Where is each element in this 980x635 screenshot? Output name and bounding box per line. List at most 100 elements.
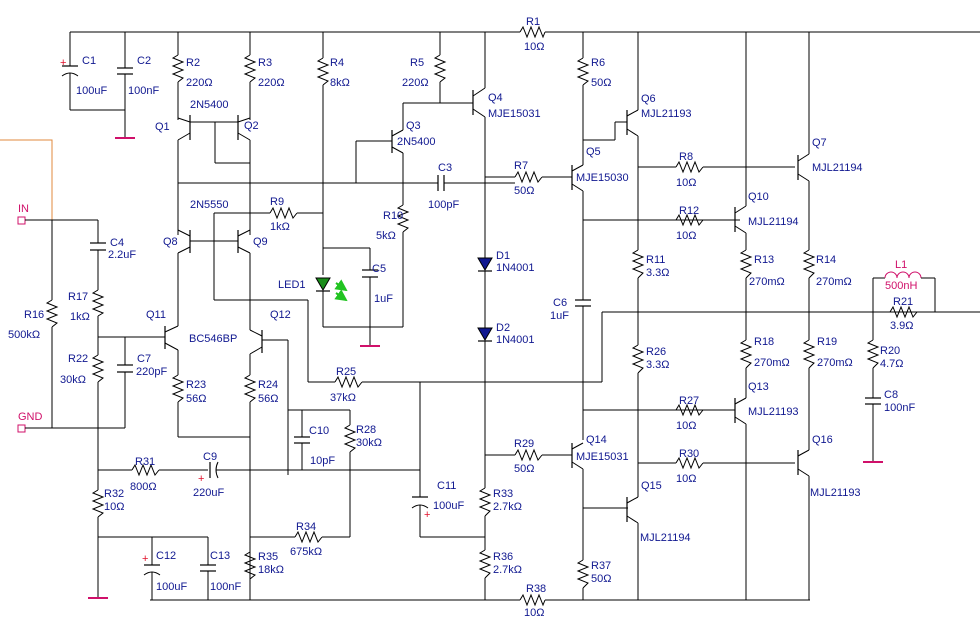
q3-ref: Q3 xyxy=(406,120,421,132)
transistor-q16: Q16 MJL21193 xyxy=(797,434,861,600)
r2-value: 220Ω xyxy=(186,77,213,89)
r10-value: 5kΩ xyxy=(376,230,396,242)
c6-ref: C6 xyxy=(553,297,567,309)
r21-ref: R21 xyxy=(893,296,913,308)
q4-part: MJE15031 xyxy=(488,108,541,120)
resistor-r37: R37 50Ω xyxy=(576,559,611,600)
r18-value: 270mΩ xyxy=(754,357,790,369)
r33-value: 2.7kΩ xyxy=(493,501,522,513)
r24-ref: R24 xyxy=(258,379,278,391)
resistor-r38: R38 10Ω xyxy=(519,583,546,619)
transistor-q4: Q4 MJE15031 xyxy=(440,32,541,258)
r32-value: 10Ω xyxy=(104,501,124,513)
transistor-q15: Q15 MJL21194 xyxy=(626,480,691,600)
c1-plus: + xyxy=(60,57,66,69)
r5-ref: R5 xyxy=(410,57,424,69)
transistor-q3: Q3 2N5400 xyxy=(355,102,440,205)
q14-ref: Q14 xyxy=(586,434,607,446)
r11-value: 3.3Ω xyxy=(646,267,670,279)
capacitor-c1: + C1 100uF xyxy=(60,32,107,110)
in-label: IN xyxy=(18,203,29,215)
resistor-r25: R25 37kΩ xyxy=(308,312,603,404)
q13-part: MJL21193 xyxy=(748,406,799,418)
r28-ref: R28 xyxy=(356,424,376,436)
c5-ref: C5 xyxy=(372,263,386,275)
r34-ref: R34 xyxy=(296,521,316,533)
capacitor-c11: + C11 100uF xyxy=(411,382,485,538)
c7-ref: C7 xyxy=(137,353,151,365)
transistor-q10: Q10 MJL21194 xyxy=(703,32,799,250)
q5-part: MJE15030 xyxy=(576,172,629,184)
transistor-q13: Q13 MJL21193 xyxy=(703,381,799,600)
r35-value: 18kΩ xyxy=(258,564,284,576)
resistor-r6: R6 50Ω xyxy=(576,32,615,141)
resistor-r18: R18 270mΩ xyxy=(739,312,790,398)
r17-value: 1kΩ xyxy=(70,311,90,323)
l1-value: 500nH xyxy=(885,280,917,292)
resistor-r2: R2 220Ω xyxy=(171,32,213,120)
q6-part: MJL21193 xyxy=(641,108,692,120)
capacitor-c10: C10 10pF xyxy=(288,409,350,470)
transistor-q7: Q7 MJL21194 xyxy=(797,32,863,250)
capacitor-c2: C2 100nF xyxy=(117,32,159,138)
r14-value: 270mΩ xyxy=(816,276,852,288)
r7-value: 50Ω xyxy=(514,185,534,197)
resistor-r20: R20 4.7Ω xyxy=(866,312,904,398)
c1-ref: C1 xyxy=(82,55,96,67)
ground-port: GND xyxy=(17,411,125,433)
r25-ref: R25 xyxy=(336,366,356,378)
resistor-r4: R4 8kΩ xyxy=(316,32,350,275)
c2-ref: C2 xyxy=(137,55,151,67)
q5-ref: Q5 xyxy=(586,146,601,158)
capacitor-c13: C13 100nF xyxy=(200,537,241,600)
r4-ref: R4 xyxy=(330,57,344,69)
r19-value: 270mΩ xyxy=(817,357,853,369)
resistor-r14: R14 270mΩ xyxy=(802,249,852,312)
resistor-r31: R31 800Ω xyxy=(98,456,208,493)
r21-value: 3.9Ω xyxy=(890,320,914,332)
r31-ref: R31 xyxy=(135,456,155,468)
q9-ref: Q9 xyxy=(253,236,268,248)
c8-value: 100nF xyxy=(884,402,915,414)
resistor-r11: R11 3.3Ω xyxy=(631,249,670,345)
r1-ref: R1 xyxy=(526,16,540,28)
c10-ref: C10 xyxy=(309,425,329,437)
capacitor-c7: C7 220pF xyxy=(117,337,167,428)
resistor-r8: R8 10Ω xyxy=(675,151,795,189)
c9-ref: C9 xyxy=(203,451,217,463)
c13-ref: C13 xyxy=(210,550,230,562)
resistor-r24: R24 56Ω xyxy=(243,374,278,600)
transistor-q12: Q12 xyxy=(249,309,291,475)
c12-value: 100uF xyxy=(156,581,187,593)
resistor-r12: R12 10Ω xyxy=(675,205,704,242)
r17-ref: R17 xyxy=(68,291,88,303)
resistor-r21: R21 3.9Ω xyxy=(889,296,918,332)
c1-value: 100uF xyxy=(76,85,107,97)
q12-ref: Q12 xyxy=(270,309,291,321)
r22-value: 30kΩ xyxy=(60,374,86,386)
r12-value: 10Ω xyxy=(676,230,696,242)
led-1: LED1 xyxy=(278,247,370,327)
transistor-q14: Q14 MJE15031 xyxy=(571,434,629,560)
d2-part: 1N4001 xyxy=(496,334,535,346)
c11-ref: C11 xyxy=(437,480,456,492)
resistor-r26: R26 3.3Ω xyxy=(631,344,670,497)
led1-ref: LED1 xyxy=(278,279,306,291)
transistor-q5: Q5 MJE15030 xyxy=(571,140,629,300)
resistor-r17: R17 1kΩ xyxy=(68,289,105,355)
capacitor-c9: + C9 220uF xyxy=(193,451,288,499)
transistor-q1: Q1 xyxy=(155,115,215,235)
q15-part: MJL21194 xyxy=(640,532,691,544)
c4-value: 2.2uF xyxy=(108,249,136,261)
r9-ref: R9 xyxy=(270,196,284,208)
resistor-r35: R35 18kΩ xyxy=(243,551,284,580)
r23-ref: R23 xyxy=(186,379,206,391)
r26-value: 3.3Ω xyxy=(646,359,670,371)
q13-ref: Q13 xyxy=(748,381,769,393)
capacitor-c6: C6 1uF xyxy=(550,297,591,440)
diode-d1: D1 1N4001 xyxy=(477,250,535,328)
c12-plus: + xyxy=(142,553,148,565)
r8-value: 10Ω xyxy=(676,177,696,189)
resistor-r13: R13 270mΩ xyxy=(739,249,785,312)
resistor-r34: R34 675kΩ xyxy=(250,521,350,558)
